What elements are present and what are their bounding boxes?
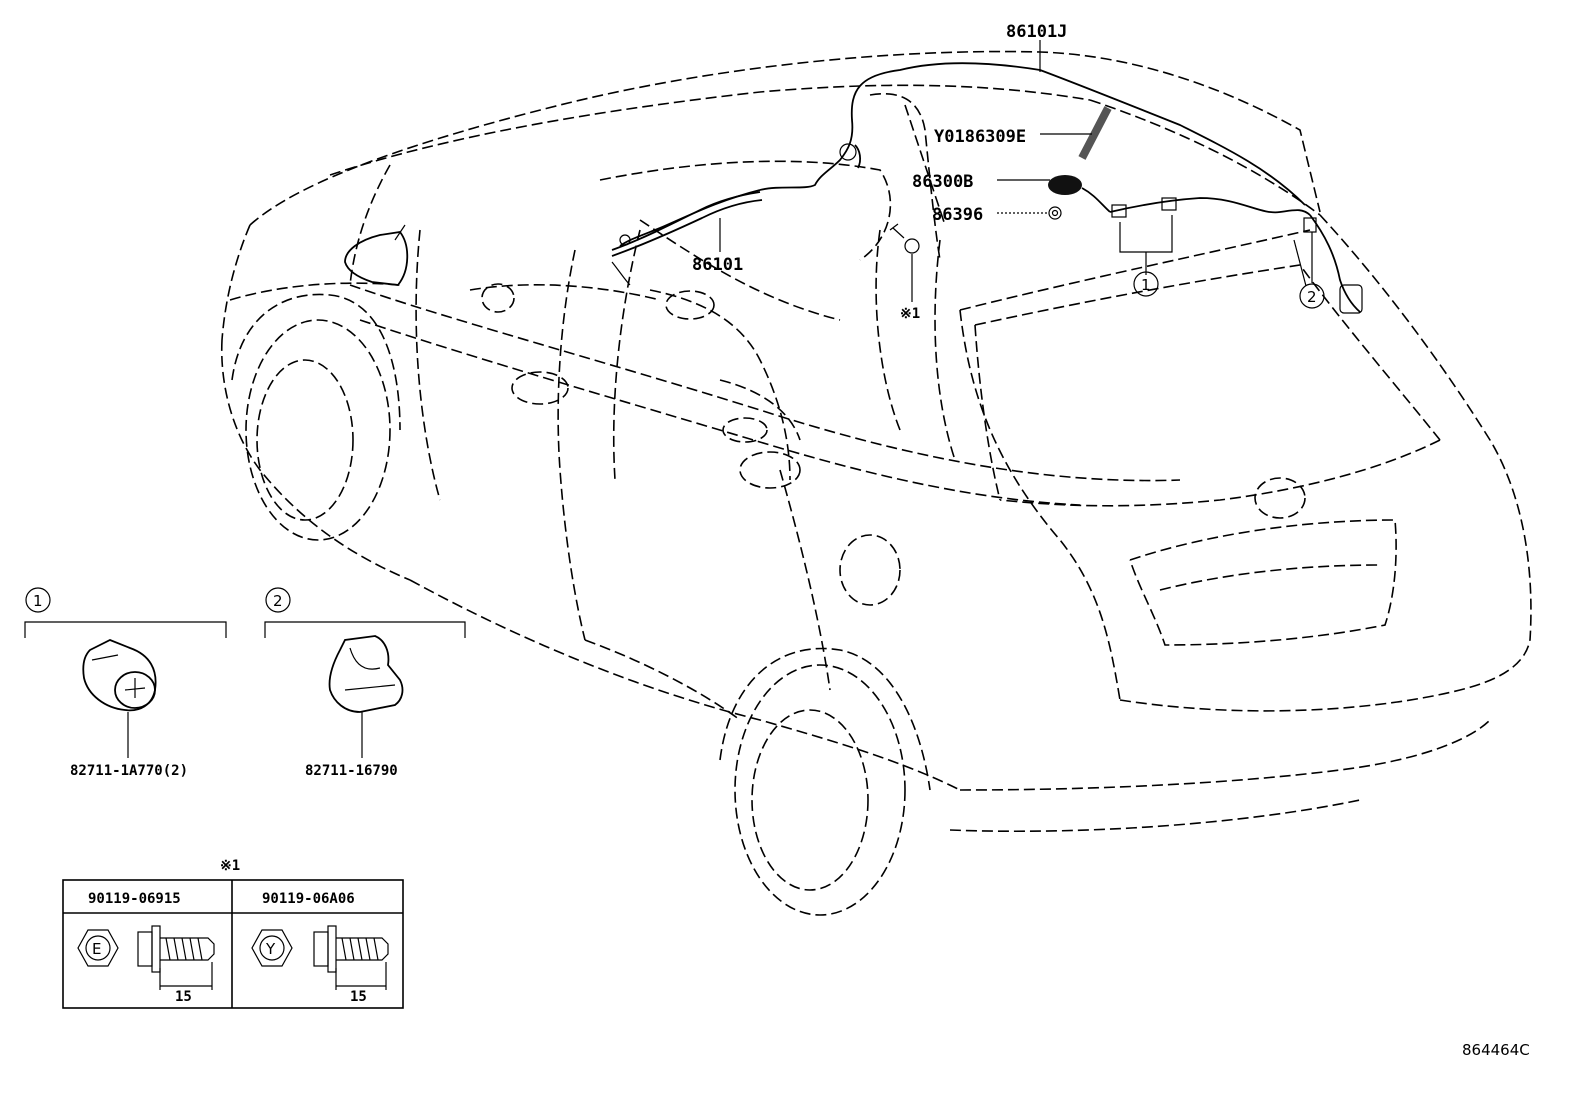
bolt-table-note: ※1	[220, 858, 240, 874]
detail-callout-2: 2	[264, 587, 466, 638]
label-82711-16790: 82711-16790	[305, 763, 398, 779]
svg-text:E: E	[92, 940, 101, 958]
detail-callout-1: 1	[24, 587, 227, 638]
callout-1-car: 1	[1133, 271, 1159, 297]
label-86101J: 86101J	[1006, 22, 1067, 42]
bolt-2-icon: Y 15	[251, 925, 389, 1005]
svg-text:1: 1	[33, 592, 43, 610]
label-86101: 86101	[692, 255, 743, 275]
nut-icon	[1048, 206, 1062, 220]
antenna-base	[1048, 175, 1111, 213]
diagram-id: 864464C	[1462, 1041, 1530, 1059]
bolt-1-length: 15	[175, 989, 192, 1005]
ref-note-label: ※1	[900, 306, 920, 322]
label-82711-1A770: 82711-1A770(2)	[70, 763, 188, 779]
antenna-rod	[1078, 106, 1112, 160]
bolt-2-length: 15	[350, 989, 367, 1005]
svg-text:2: 2	[1307, 288, 1317, 306]
bolt-1-icon: E 15	[77, 925, 215, 1005]
label-86396: 86396	[932, 205, 983, 225]
svg-text:2: 2	[273, 592, 283, 610]
label-86300B: 86300B	[912, 172, 973, 192]
clamp-2-icon	[328, 635, 404, 713]
harness-86101	[611, 191, 763, 286]
bolt-part-2: 90119-06A06	[262, 891, 355, 907]
car-outline	[220, 50, 1532, 916]
callout-2-car: 2	[1299, 283, 1325, 309]
leader-lines	[719, 40, 1313, 302]
bolt-table: ※1 90119-06915 90119-06A06 E 15 Y	[62, 858, 404, 1009]
svg-text:Y: Y	[265, 940, 276, 958]
bolt-part-1: 90119-06915	[88, 891, 181, 907]
label-Y0186309E: Y0186309E	[934, 127, 1026, 147]
wire-harness-86101J	[619, 62, 1363, 314]
svg-text:1: 1	[1141, 276, 1151, 294]
bolt-icon	[889, 223, 920, 254]
clamp-1-icon	[82, 639, 157, 712]
